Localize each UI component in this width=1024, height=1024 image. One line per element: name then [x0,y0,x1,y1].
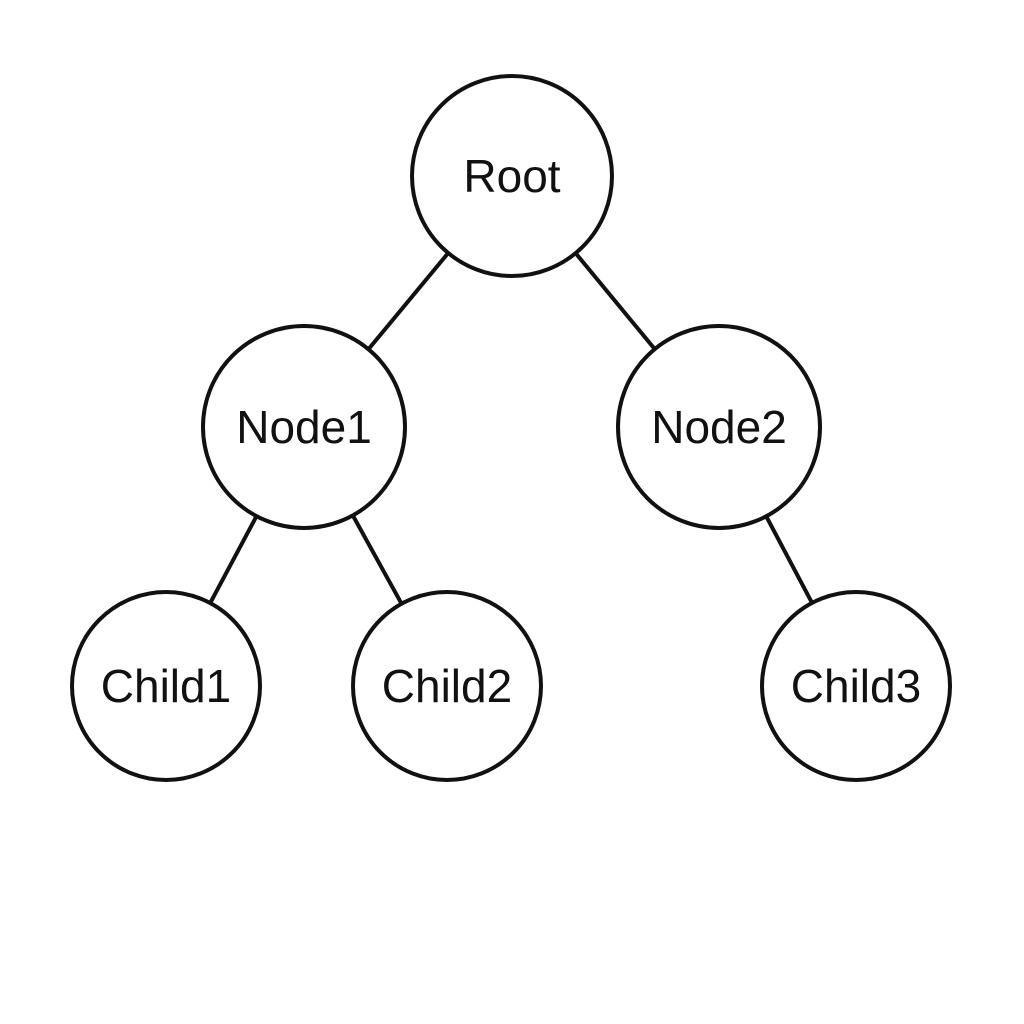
tree-node-child2: Child2 [351,590,543,782]
tree-node-node2: Node2 [616,324,822,530]
tree-node-node1: Node1 [201,324,407,530]
node-label-node1: Node1 [236,401,372,453]
node-circle-child2 [351,590,543,782]
tree-node-child1: Child1 [70,590,262,782]
tree-node-root: Root [410,74,614,278]
node-label-child2: Child2 [382,660,512,712]
tree-node-child3: Child3 [760,590,952,782]
node-label-child1: Child1 [101,660,231,712]
node-label-node2: Node2 [651,401,787,453]
node-circle-root [410,74,614,278]
node-circle-child3 [760,590,952,782]
node-circle-child1 [70,590,262,782]
node-circle-node2 [616,324,822,530]
node-label-child3: Child3 [791,660,921,712]
node-circle-node1 [201,324,407,530]
node-label-root: Root [463,150,560,202]
